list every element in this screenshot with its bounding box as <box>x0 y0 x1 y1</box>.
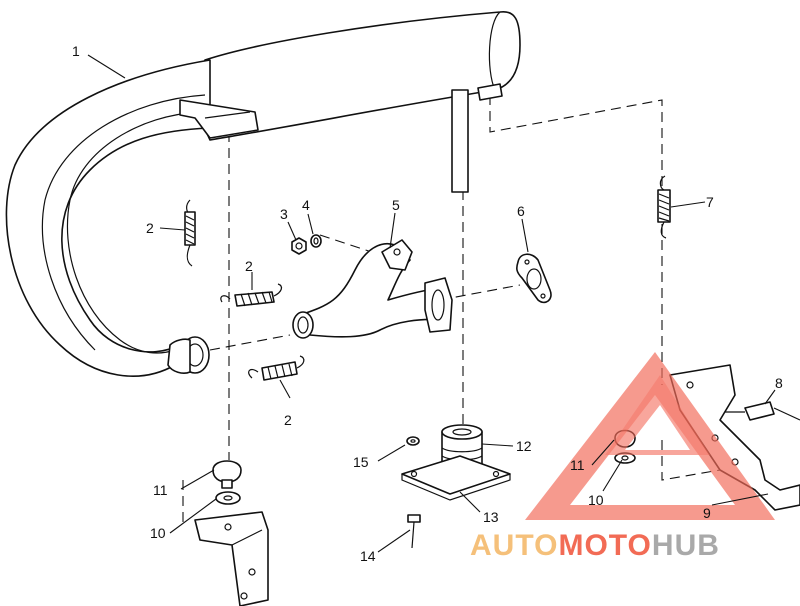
watermark-hub: HUB <box>652 529 720 562</box>
callout-10-left: 10 <box>150 525 166 541</box>
svg-text:AUTOMOTOHUB: AUTOMOTOHUB <box>470 529 720 562</box>
gasket <box>516 253 552 304</box>
muffler-assembly <box>5 11 521 377</box>
lock-washer <box>310 234 322 248</box>
callout-7: 7 <box>706 194 714 210</box>
callout-13: 13 <box>483 509 499 525</box>
automotohub-logo <box>525 352 775 520</box>
mount-plate <box>401 455 511 501</box>
spring-top <box>184 199 196 267</box>
nut <box>291 237 307 255</box>
y-pipe-manifold <box>292 239 453 339</box>
callout-11-right: 11 <box>570 457 585 473</box>
callout-3: 3 <box>280 206 288 222</box>
callout-15: 15 <box>353 454 369 470</box>
grommet-left <box>212 460 242 489</box>
callout-leaders <box>87 54 776 553</box>
callout-2-middle: 2 <box>245 258 253 274</box>
callout-labels: 1 2 2 2 3 4 5 6 7 8 9 10 10 11 11 12 13 … <box>72 43 783 564</box>
callout-10-right: 10 <box>588 492 604 508</box>
callout-4: 4 <box>302 197 310 213</box>
spring-bottom <box>248 355 305 381</box>
assembly-guide-lines <box>182 95 721 525</box>
watermark-text: AUTOMOTOHUB <box>470 529 720 562</box>
callout-9: 9 <box>703 505 711 521</box>
callout-11-left: 11 <box>153 482 168 498</box>
left-bracket <box>194 511 269 606</box>
spring-right <box>657 175 671 239</box>
screw <box>407 514 421 549</box>
callout-6: 6 <box>517 203 525 219</box>
callout-2-top: 2 <box>146 220 154 236</box>
washer-right <box>614 452 636 464</box>
callout-8: 8 <box>775 375 783 391</box>
callout-12: 12 <box>516 438 532 454</box>
callout-5: 5 <box>392 197 400 213</box>
small-washer <box>406 436 420 446</box>
spring-middle <box>220 283 283 307</box>
callout-1: 1 <box>72 43 80 59</box>
cable <box>720 401 800 421</box>
callout-14: 14 <box>360 548 376 564</box>
washer-left <box>215 491 241 505</box>
watermark-moto: MOTO <box>558 529 651 562</box>
watermark-auto: AUTO <box>470 529 558 562</box>
callout-2-bottom: 2 <box>284 412 292 428</box>
